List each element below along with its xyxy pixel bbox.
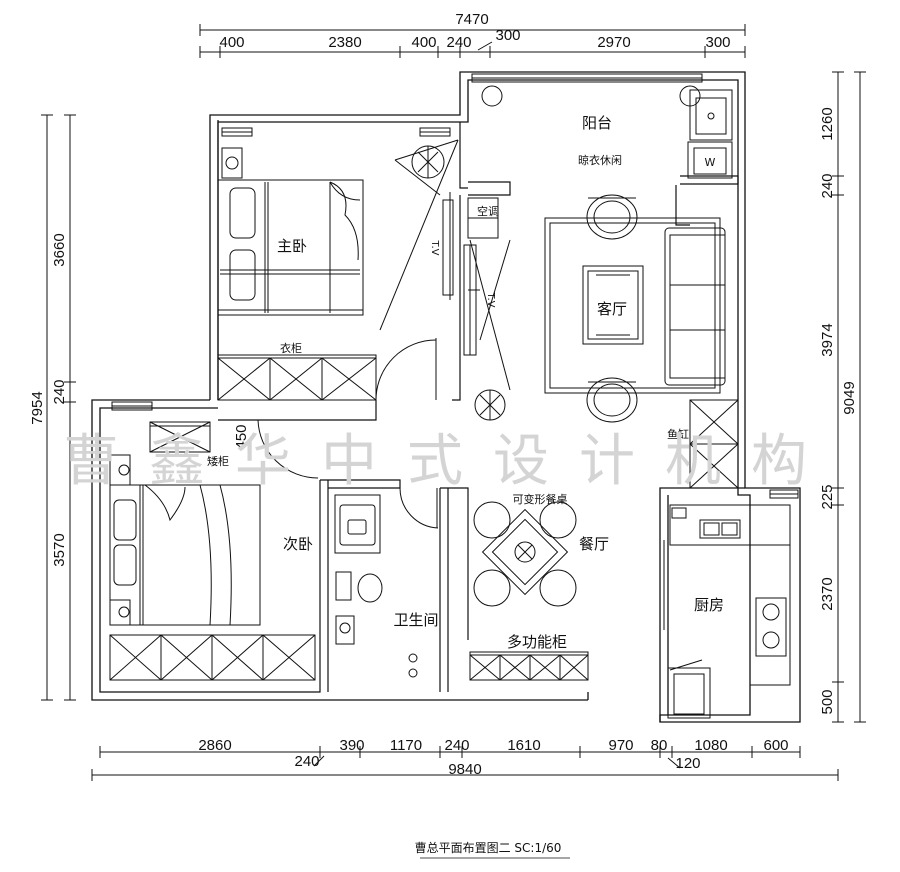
master-bedroom-label: 主卧 bbox=[277, 237, 307, 255]
watermark: 曹鑫华中式设计机构 bbox=[63, 429, 837, 494]
right-dimension: 1260 bbox=[819, 107, 836, 140]
left-total-dimension: 7954 bbox=[29, 391, 46, 424]
living-room bbox=[463, 85, 739, 489]
top-dimension: 400 bbox=[411, 34, 436, 51]
left-dimension: 240 bbox=[51, 379, 68, 404]
dining-room-label: 餐厅 bbox=[579, 535, 609, 553]
fish-tank-label: 鱼缸 bbox=[667, 427, 689, 441]
drawing-title: 曹总平面布置图二 SC:1/60 bbox=[415, 841, 562, 855]
top-dimension: 2380 bbox=[328, 34, 361, 51]
bottom-dimension: 1080 bbox=[694, 737, 727, 754]
tv-label-master: T.V bbox=[429, 240, 440, 256]
tv-label-living: T.V bbox=[485, 292, 496, 308]
bottom-dimension: 1170 bbox=[390, 737, 422, 754]
top-dimension: 300 bbox=[495, 27, 520, 44]
kitchen-label: 厨房 bbox=[694, 596, 724, 614]
right-dimension: 240 bbox=[819, 173, 836, 198]
bottom-total-dimension: 9840 bbox=[448, 761, 481, 778]
left-dimension: 3570 bbox=[51, 533, 68, 566]
second-bedroom bbox=[109, 419, 319, 681]
bottom-dimension: 1610 bbox=[507, 737, 540, 754]
bottom-sub-dimension-right: 120 bbox=[675, 755, 700, 772]
bathroom bbox=[334, 487, 439, 678]
right-dimension: 2370 bbox=[819, 577, 836, 610]
top-dimension: 2970 bbox=[597, 34, 630, 51]
bottom-dimension-lines bbox=[91, 746, 839, 781]
bottom-sub-dimension-left: 240 bbox=[294, 753, 319, 770]
bottom-dimension: 240 bbox=[444, 737, 469, 754]
bottom-dimension: 2860 bbox=[198, 737, 231, 754]
top-dimension: 300 bbox=[705, 34, 730, 51]
top-dimension: 400 bbox=[219, 34, 244, 51]
bathroom-label: 卫生间 bbox=[393, 611, 438, 629]
dining bbox=[469, 501, 589, 681]
bottom-dimension: 600 bbox=[763, 737, 788, 754]
laundry-label: 晾衣休闲 bbox=[578, 153, 622, 167]
sight-lines bbox=[379, 139, 511, 391]
bottom-dimension: 970 bbox=[608, 737, 633, 754]
air-conditioner-label: 空调 bbox=[477, 204, 499, 218]
left-dimension-labels: 7954 3660 240 3570 bbox=[29, 233, 68, 566]
living-room-label: 客厅 bbox=[597, 300, 627, 318]
wardrobe-label: 衣柜 bbox=[280, 341, 302, 355]
washer-label: W bbox=[705, 156, 716, 169]
master-bedroom bbox=[217, 139, 459, 401]
cabinet-height-dimension: 450 bbox=[233, 424, 250, 449]
low-cabinet-label: 矮柜 bbox=[207, 454, 229, 468]
bottom-dimension-labels: 2860 390 1170 240 1610 970 80 1080 600 2… bbox=[198, 737, 788, 778]
windows bbox=[111, 73, 799, 499]
bottom-dimension: 390 bbox=[339, 737, 364, 754]
foldable-table-label: 可变形餐桌 bbox=[513, 492, 568, 506]
top-dimension-labels: 7470 400 2380 400 240 300 2970 300 bbox=[219, 11, 730, 51]
second-bedroom-label: 次卧 bbox=[283, 535, 313, 553]
right-dimension: 3974 bbox=[819, 323, 836, 356]
left-dimension-lines bbox=[41, 114, 76, 701]
multifunction-cabinet-label: 多功能柜 bbox=[507, 633, 567, 651]
right-total-dimension: 9049 bbox=[841, 381, 858, 414]
top-dimension: 240 bbox=[446, 34, 471, 51]
kitchen bbox=[663, 504, 791, 719]
bottom-dimension: 80 bbox=[651, 737, 668, 754]
right-dimension-labels: 9049 1260 240 3974 225 2370 500 bbox=[819, 107, 858, 714]
room-labels: 阳台 晾衣休闲 主卧 衣柜 客厅 次卧 矮柜 卫生间 餐厅 可变形餐桌 多功能柜… bbox=[207, 114, 724, 651]
right-dimension: 500 bbox=[819, 689, 836, 714]
right-dimension-lines bbox=[832, 71, 866, 723]
right-dimension: 225 bbox=[819, 484, 836, 509]
balcony-label: 阳台 bbox=[582, 114, 612, 132]
top-total-dimension: 7470 bbox=[455, 11, 488, 28]
top-dimension-lines bbox=[199, 24, 746, 58]
left-dimension: 3660 bbox=[51, 233, 68, 266]
